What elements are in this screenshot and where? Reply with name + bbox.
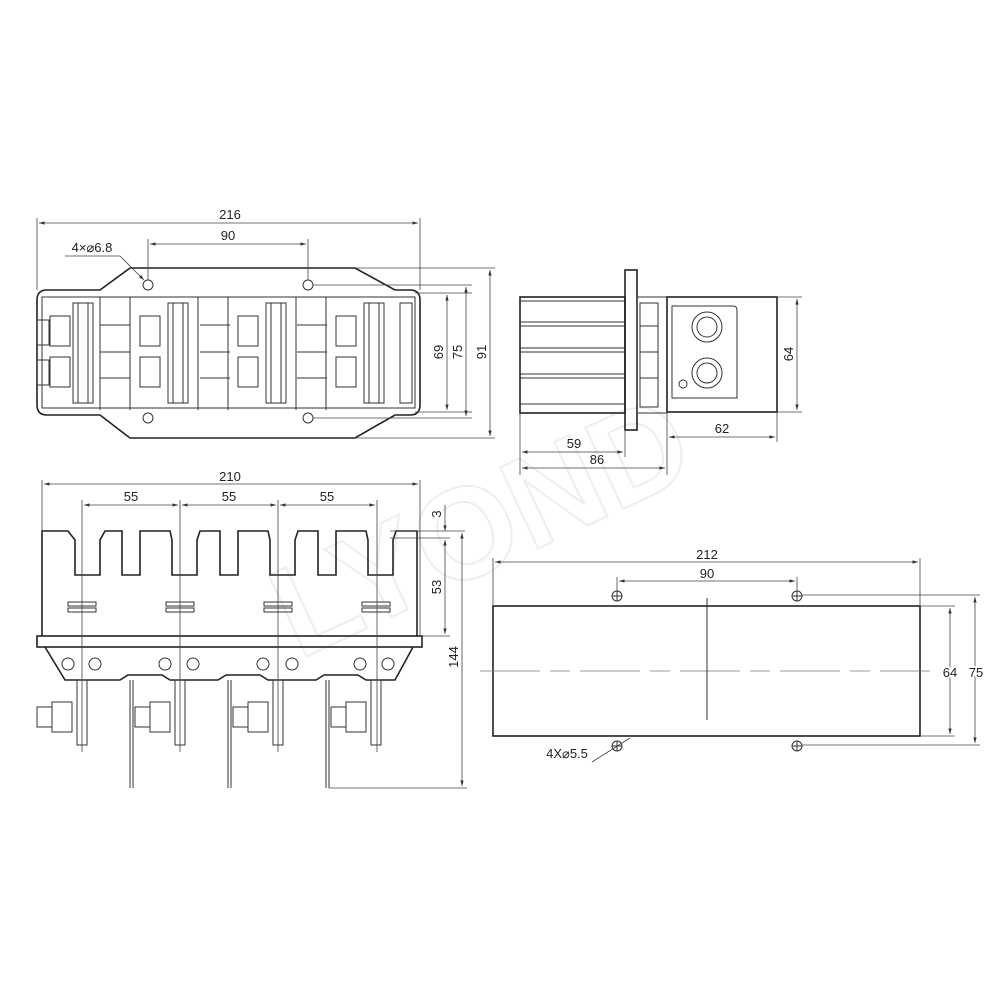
side-view: 64 62 59 86 — [519, 269, 802, 475]
hole-note-cutout: 4X⌀5.5 — [546, 746, 588, 761]
front-body — [41, 530, 418, 636]
dim-90: 90 — [221, 228, 235, 243]
top-view-outline — [36, 267, 421, 439]
dim-90-cutout: 90 — [700, 566, 714, 581]
dim-64-cutout: 64 — [943, 665, 957, 680]
cutout-view: 212 90 64 75 4X⌀5.5 — [480, 547, 985, 763]
dim-59: 59 — [567, 436, 581, 451]
base-holes — [61, 657, 395, 671]
watermark: LYOND — [249, 366, 712, 686]
hole-note: 4×⌀6.8 — [72, 240, 113, 255]
dim-53: 53 — [429, 580, 444, 594]
top-view: 216 90 4×⌀6.8 69 75 91 — [36, 207, 495, 439]
dim-216: 216 — [219, 207, 241, 222]
dim-75: 75 — [450, 345, 465, 359]
dim-210: 210 — [219, 469, 241, 484]
dim-55-2: 55 — [222, 489, 236, 504]
dim-69: 69 — [431, 345, 446, 359]
front-view: 210 55 55 55 3 53 144 — [36, 469, 467, 789]
dim-212: 212 — [696, 547, 718, 562]
dim-86: 86 — [590, 452, 604, 467]
dim-64: 64 — [781, 347, 796, 361]
dim-3: 3 — [429, 510, 444, 517]
dim-55-3: 55 — [320, 489, 334, 504]
cutout-holes — [611, 590, 803, 752]
dim-144: 144 — [446, 646, 461, 668]
dim-62: 62 — [715, 421, 729, 436]
dim-91: 91 — [474, 345, 489, 359]
dim-55-1: 55 — [124, 489, 138, 504]
dim-75-cutout: 75 — [969, 665, 983, 680]
